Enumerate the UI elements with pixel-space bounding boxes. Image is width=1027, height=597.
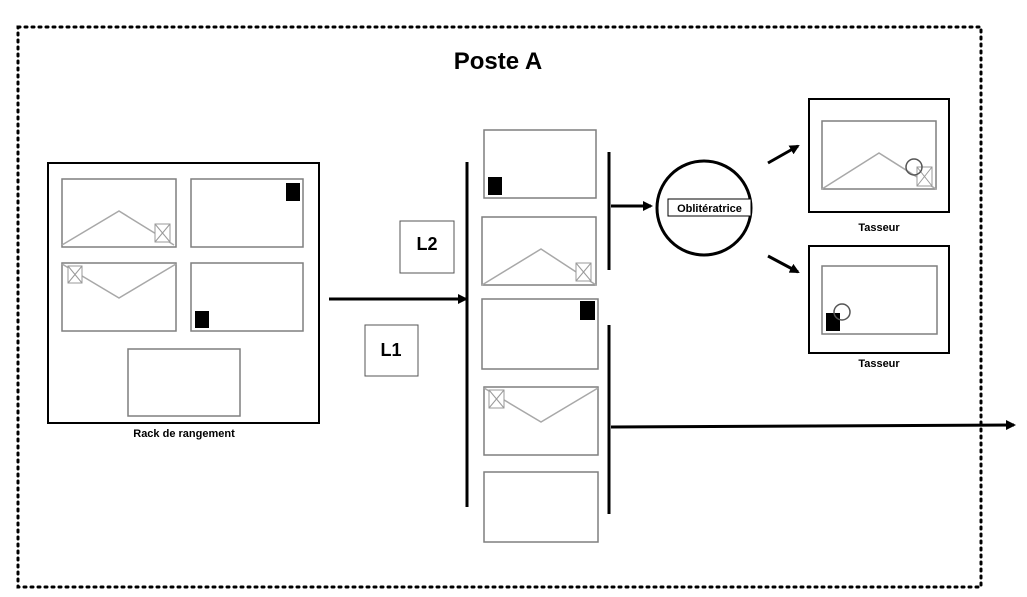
storage-rack — [47, 162, 320, 424]
storage-rack-label: Rack de rangement — [133, 428, 235, 440]
lot-label-l1: L1 — [380, 340, 401, 360]
lot-box-l1: L1 — [364, 324, 419, 377]
station-boundary — [16, 25, 983, 589]
envelope-column — [481, 129, 599, 543]
envelope-blank — [483, 471, 599, 543]
postmark — [833, 303, 851, 321]
flow-arrow-output — [610, 420, 1016, 431]
envelope-front — [483, 129, 597, 199]
envelope-blank — [127, 348, 241, 417]
envelope-front — [190, 262, 304, 332]
obliterator-label: Oblitératrice — [677, 203, 742, 215]
tasseur-top — [808, 98, 950, 213]
flow-arrow-to-tasseur-bottom — [767, 254, 800, 274]
tasseur-bottom — [808, 245, 950, 354]
envelope-back — [61, 262, 177, 332]
envelope-front — [481, 298, 599, 370]
envelope-back — [61, 178, 177, 248]
postmark — [905, 158, 923, 176]
envelope-back — [481, 216, 597, 286]
lot-box-l2: L2 — [399, 220, 455, 274]
station-title: Poste A — [454, 48, 542, 75]
envelope-back — [483, 386, 599, 456]
tasseur-label-bottom: Tasseur — [858, 358, 900, 370]
flow-arrow-to-tasseur-top — [767, 144, 800, 165]
tasseur-label-top: Tasseur — [858, 222, 900, 234]
lot-label-l2: L2 — [416, 234, 437, 254]
obliterator-machine: Oblitératrice — [655, 159, 753, 257]
envelope-front — [190, 178, 304, 248]
